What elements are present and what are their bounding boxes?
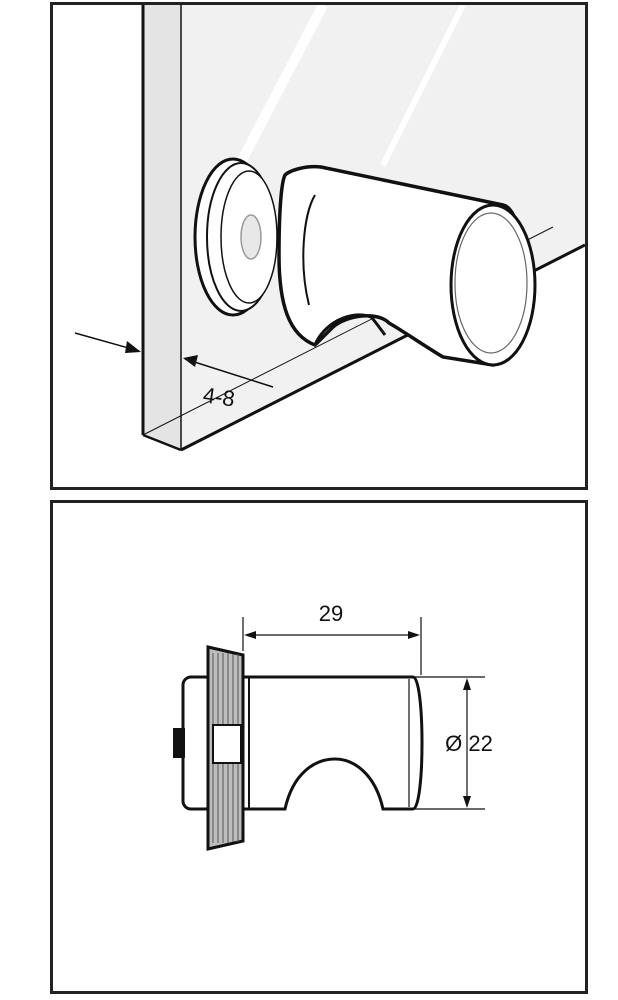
diameter-arrowhead-bottom [463, 796, 471, 808]
holder-body-side [241, 675, 424, 811]
rear-nut-tab [173, 728, 185, 758]
mounting-bolt [240, 214, 262, 260]
isometric-view-panel: 4-8 [50, 2, 588, 490]
holder-end-cap [449, 203, 537, 367]
glass-edge [143, 5, 181, 450]
length-arrowhead-right [408, 631, 420, 639]
glass-reflection [380, 5, 466, 167]
glass-bottom-edge [142, 433, 182, 452]
holder-end-cap-inner [454, 212, 528, 354]
holder-hose-cutout [313, 313, 387, 346]
length-arrowhead-left [244, 631, 256, 639]
grip-ring-slot [212, 724, 242, 764]
thickness-arrow-right [184, 358, 274, 388]
thickness-label: 4-8 [201, 382, 236, 411]
thickness-arrowhead-right [183, 355, 198, 367]
diameter-arrowhead-top [463, 678, 471, 690]
length-label: 29 [319, 601, 343, 626]
side-view-panel: 29 Ø 22 [50, 500, 588, 994]
isometric-view-drawing: 4-8 [74, 5, 585, 452]
thickness-arrowhead-left [125, 341, 141, 353]
diameter-label: Ø 22 [445, 731, 493, 756]
holder-body-shadow [302, 194, 316, 306]
side-view-drawing: 29 Ø 22 [173, 601, 493, 851]
